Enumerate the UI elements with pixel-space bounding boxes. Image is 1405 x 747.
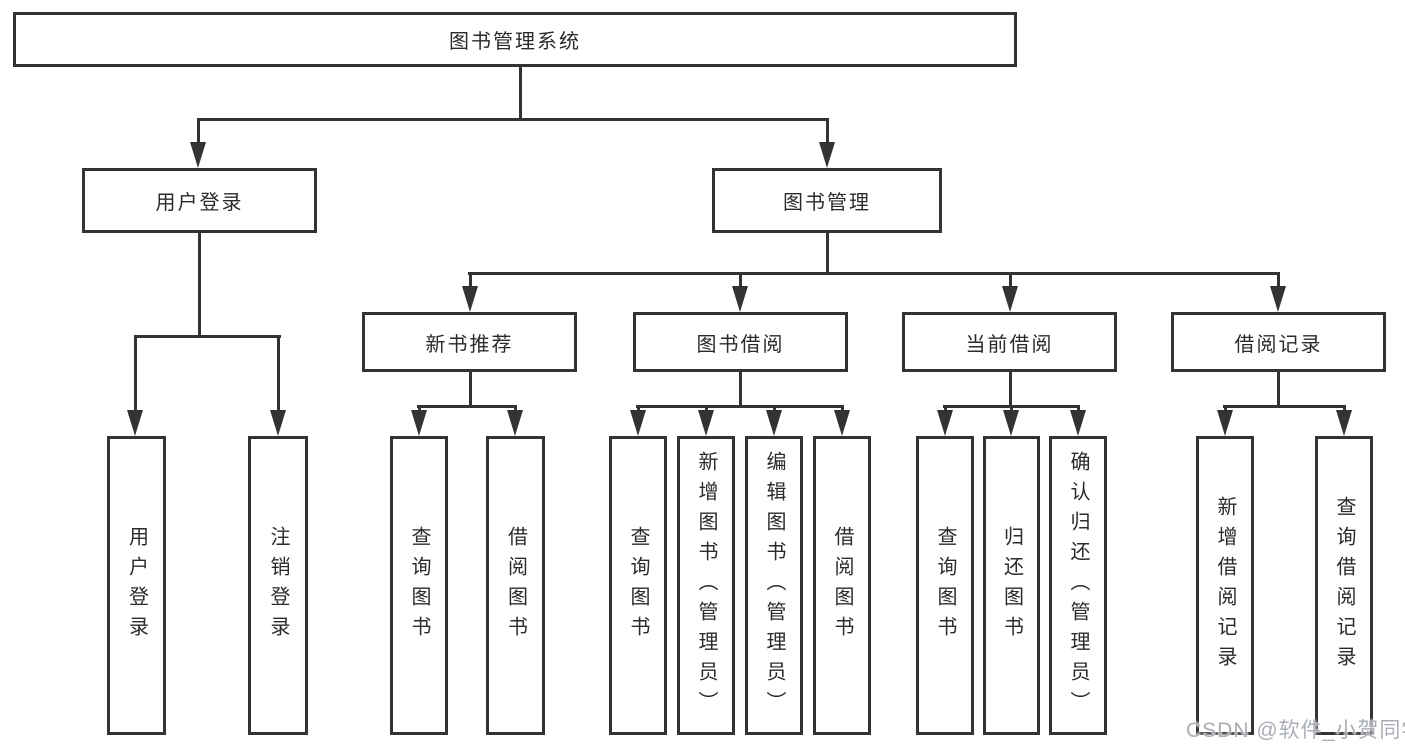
arrowhead-return-book — [1003, 410, 1019, 436]
leaf-return-book-label: 归还图书 — [1000, 525, 1023, 646]
connector-drop-borrow-books-2 — [841, 405, 844, 413]
connector-book-management-stem — [826, 233, 829, 274]
arrowhead-user-login — [190, 142, 206, 168]
connector-drop-borrow-books-1 — [514, 405, 517, 413]
arrowhead-borrow-books-2 — [834, 410, 850, 436]
connector-drop-query-books-3 — [944, 405, 947, 413]
leaf-query-books-2-label: 查询图书 — [627, 525, 649, 646]
connector-drop-confirm-return — [1077, 405, 1080, 413]
node-current-borrow-label: 当前借阅 — [965, 333, 1054, 356]
leaf-query-books-1: 查询图书 — [390, 436, 448, 735]
node-new-book-recommend: 新书推荐 — [362, 312, 577, 372]
connector-root-stem — [519, 67, 522, 120]
connector-drop-add-book — [705, 405, 708, 413]
connector-user-login-bar — [134, 335, 281, 338]
connector-root-bar — [197, 118, 829, 121]
connector-book-borrow-bar — [636, 405, 844, 408]
connector-drop-query-books-1 — [418, 405, 421, 413]
connector-drop-user-login — [197, 118, 200, 144]
leaf-user-login-label: 用户登录 — [125, 525, 148, 646]
connector-drop-add-record — [1224, 405, 1227, 413]
arrowhead-current-borrow — [1002, 286, 1018, 312]
connector-book-borrow-stem — [739, 372, 742, 408]
node-book-management: 图书管理 — [712, 168, 942, 233]
node-book-borrow: 图书借阅 — [633, 312, 848, 372]
leaf-query-books-3-label: 查询图书 — [934, 525, 956, 646]
node-root-label: 图书管理系统 — [449, 31, 581, 53]
arrowhead-book-management — [819, 142, 835, 168]
leaf-query-borrow-record: 查询借阅记录 — [1315, 436, 1373, 735]
arrowhead-borrow-records — [1270, 286, 1286, 312]
leaf-logout: 注销登录 — [248, 436, 308, 735]
connector-drop-leaf-logout — [277, 335, 280, 412]
node-book-management-label: 图书管理 — [783, 192, 871, 214]
arrowhead-edit-book — [766, 410, 782, 436]
leaf-borrow-books-2: 借阅图书 — [813, 436, 871, 735]
leaf-query-borrow-record-label: 查询借阅记录 — [1333, 495, 1355, 676]
leaf-return-book: 归还图书 — [983, 436, 1040, 735]
arrowhead-new-book — [462, 286, 478, 312]
connector-drop-edit-book — [773, 405, 776, 413]
arrowhead-query-books-2 — [630, 410, 646, 436]
leaf-query-books-2: 查询图书 — [609, 436, 667, 735]
connector-user-login-stem — [198, 233, 201, 337]
arrowhead-confirm-return — [1070, 410, 1086, 436]
arrowhead-add-record — [1217, 410, 1233, 436]
connector-new-book-stem — [469, 372, 472, 408]
node-current-borrow: 当前借阅 — [902, 312, 1117, 372]
leaf-confirm-return-admin: 确认归还（管理员） — [1049, 436, 1107, 735]
connector-borrow-records-stem — [1277, 372, 1280, 408]
leaf-borrow-books-2-label: 借阅图书 — [831, 525, 853, 646]
leaf-borrow-books-1-label: 借阅图书 — [504, 525, 527, 646]
leaf-borrow-books-1: 借阅图书 — [486, 436, 545, 735]
arrowhead-borrow-books-1 — [507, 410, 523, 436]
connector-drop-new-book — [469, 272, 472, 288]
arrowhead-query-books-1 — [411, 410, 427, 436]
connector-drop-query-record — [1343, 405, 1346, 413]
arrowhead-leaf-user-login — [127, 410, 143, 436]
connector-drop-return-book — [1010, 405, 1013, 413]
arrowhead-leaf-logout — [270, 410, 286, 436]
leaf-add-book-admin-label: 新增图书（管理员） — [695, 450, 717, 721]
leaf-query-books-1-label: 查询图书 — [408, 525, 430, 646]
connector-drop-query-books-2 — [637, 405, 640, 413]
leaf-add-book-admin: 新增图书（管理员） — [677, 436, 735, 735]
leaf-logout-label: 注销登录 — [267, 525, 289, 646]
leaf-edit-book-admin: 编辑图书（管理员） — [745, 436, 803, 735]
connector-new-book-bar — [417, 405, 517, 408]
arrowhead-add-book — [698, 410, 714, 436]
leaf-confirm-return-admin-label: 确认归还（管理员） — [1067, 450, 1089, 721]
node-user-login: 用户登录 — [82, 168, 317, 233]
leaf-add-borrow-record-label: 新增借阅记录 — [1214, 495, 1236, 676]
arrowhead-query-books-3 — [937, 410, 953, 436]
connector-drop-borrow-records — [1277, 272, 1280, 288]
leaf-add-borrow-record: 新增借阅记录 — [1196, 436, 1254, 735]
connector-book-management-bar — [468, 272, 1280, 275]
leaf-user-login: 用户登录 — [107, 436, 166, 735]
node-root: 图书管理系统 — [13, 12, 1017, 67]
node-new-book-recommend-label: 新书推荐 — [425, 333, 514, 356]
node-user-login-label: 用户登录 — [155, 192, 244, 214]
leaf-query-books-3: 查询图书 — [916, 436, 974, 735]
node-book-borrow-label: 图书借阅 — [696, 333, 785, 356]
leaf-edit-book-admin-label: 编辑图书（管理员） — [763, 450, 785, 721]
connector-drop-current-borrow — [1009, 272, 1012, 288]
connector-drop-book-management — [826, 118, 829, 144]
node-borrow-records-label: 借阅记录 — [1234, 333, 1323, 356]
csdn-watermark: CSDN @软件_小贺同学 — [1186, 719, 1405, 742]
arrowhead-book-borrow — [732, 286, 748, 312]
connector-drop-book-borrow — [739, 272, 742, 288]
node-borrow-records: 借阅记录 — [1171, 312, 1386, 372]
connector-current-borrow-stem — [1009, 372, 1012, 408]
arrowhead-query-record — [1336, 410, 1352, 436]
connector-drop-leaf-user-login — [134, 335, 137, 412]
connector-borrow-records-bar — [1223, 405, 1346, 408]
